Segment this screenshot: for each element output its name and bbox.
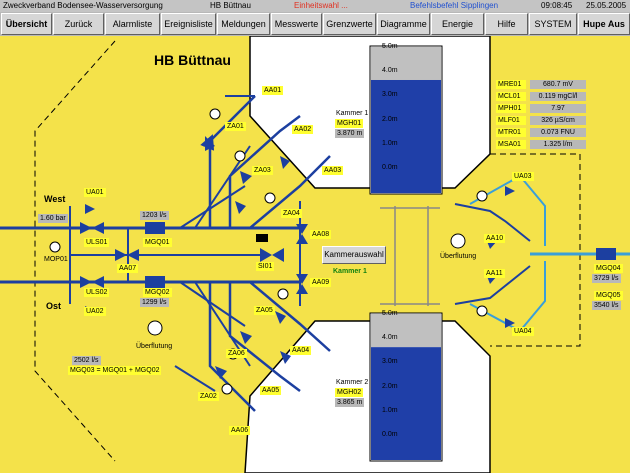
flow-meter-mgq04 [596, 248, 616, 260]
nav-diagramme-button[interactable]: Diagramme [377, 13, 430, 35]
tank2-tag: MGH02 [335, 388, 364, 397]
aa01-tag: AA01 [262, 86, 284, 95]
uls01-tag: ULS01 [84, 238, 110, 247]
aa09-tag: AA09 [310, 278, 332, 287]
tank2-tick: 5.0m [382, 310, 398, 317]
tank1-tick: 2.0m [382, 116, 398, 123]
measurement-value: 680.7 mV [530, 80, 586, 89]
nav-zuruck-button[interactable]: Zurück [53, 13, 104, 35]
aa07-tag: AA07 [117, 264, 139, 273]
tank1-tag: MGH01 [335, 119, 364, 128]
nav-system-button[interactable]: SYSTEM [529, 13, 577, 35]
aa11-tag: AA11 [484, 269, 505, 278]
nav-grenzwerte-button[interactable]: Grenzwerte [323, 13, 376, 35]
measurement-name: MLF01 [496, 116, 526, 125]
tank2-tick: 3.0m [382, 358, 398, 365]
lower-chamber-area [245, 321, 490, 473]
tank1-tick: 1.0m [382, 140, 398, 147]
ost-label: Ost [46, 301, 62, 311]
nav-bar: Übersicht Zurück Alarmliste Ereignislist… [0, 12, 630, 36]
tank1-tick: 4.0m [382, 67, 398, 74]
west-label: West [44, 194, 66, 204]
tank1-tick: 5.0m [382, 43, 398, 50]
measurement-name: MCL01 [496, 92, 526, 101]
tank2-level-value: 3.865 m [335, 398, 365, 407]
pipe-diagram [0, 36, 630, 473]
ua02-tag: UA02 [84, 307, 106, 316]
za04-tag: ZA04 [281, 209, 302, 218]
overflow-left-label: Überflutung [136, 343, 173, 350]
aa02-tag: AA02 [292, 125, 314, 134]
tank2-tick: 2.0m [382, 383, 398, 390]
kammer1-selected-label: Kammer 1 [333, 268, 367, 275]
nav-ereignisliste-button[interactable]: Ereignisliste [161, 13, 216, 35]
mgq04-tag: MGQ04 [594, 264, 623, 273]
mgq01-value: 1203 l/s [140, 211, 169, 220]
org-name: Zweckverband Bodensee-Wasserversorgung [3, 1, 163, 10]
mgq01-tag: MGQ01 [143, 238, 172, 247]
tank2-tick: 0.0m [382, 431, 398, 438]
mgq04-value: 3729 l/s [592, 274, 621, 283]
tank1-level-value: 3.870 m [335, 129, 365, 138]
tank2-tick: 4.0m [382, 334, 398, 341]
uls02-tag: ULS02 [84, 288, 110, 297]
za03-tag: ZA03 [252, 166, 273, 175]
nav-alarmliste-button[interactable]: Alarmliste [105, 13, 160, 35]
title-bar: Zweckverband Bodensee-Wasserversorgung H… [0, 0, 630, 12]
nav-hupe-aus-button[interactable]: Hupe Aus [578, 13, 630, 35]
flow-meter-mgq01 [145, 222, 165, 234]
ua01-tag: UA01 [84, 188, 106, 197]
total-flow-value: 2502 l/s [72, 356, 101, 365]
clock-time: 09:08:45 [541, 1, 573, 10]
mgq02-tag: MGQ02 [143, 288, 172, 297]
za06-tag: ZA06 [226, 349, 247, 358]
measurement-value: 326 µS/cm [530, 116, 586, 125]
mgq05-tag: MGQ05 [594, 291, 623, 300]
aa06-tag: AA06 [229, 426, 251, 435]
measurement-value: 0.119 mgCl/l [530, 92, 586, 101]
tank1-tick: 3.0m [382, 91, 398, 98]
nav-meldungen-button[interactable]: Meldungen [217, 13, 270, 35]
za01-tag: ZA01 [225, 122, 246, 131]
measurement-value: 7.97 [530, 104, 586, 113]
flow-meter-mgq02 [145, 276, 165, 288]
si01-tag: SI01 [256, 262, 275, 271]
nav-ubersicht-button[interactable]: Übersicht [1, 13, 52, 35]
measurement-name: MPH01 [496, 104, 526, 113]
process-scene: HB Büttnau West Ost 1.60 bar MOP01 UA01 … [0, 36, 630, 473]
pressure-value: 1.60 bar [38, 214, 68, 223]
ua04-tag: UA04 [512, 327, 534, 336]
aa08-tag: AA08 [310, 230, 332, 239]
measurement-name: MRE01 [496, 80, 526, 89]
aa10-tag: AA10 [484, 234, 506, 243]
mgq05-value: 3540 l/s [592, 301, 621, 310]
station-name: HB Büttnau [210, 1, 251, 10]
nav-hilfe-button[interactable]: Hilfe [485, 13, 528, 35]
tank2-tick: 1.0m [382, 407, 398, 414]
nav-messwerte-button[interactable]: Messwerte [271, 13, 322, 35]
kammerauswahl-button[interactable]: Kammerauswahl [322, 246, 386, 264]
station-title: HB Büttnau [154, 52, 231, 68]
aa04-tag: AA04 [290, 346, 312, 355]
tank2-name: Kammer 2 [336, 379, 369, 386]
total-flow-label: MGQ03 = MGQ01 + MGQ02 [68, 366, 162, 375]
mop01-tag: MOP01 [44, 256, 68, 263]
za02-tag: ZA02 [198, 392, 219, 401]
aa03-tag: AA03 [322, 166, 344, 175]
za05-tag: ZA05 [254, 306, 275, 315]
alarm-indicator: Einheitswahl ... [294, 1, 348, 10]
tank1-name: Kammer 1 [336, 110, 369, 117]
mgq02-value: 1299 l/s [140, 298, 169, 307]
aa05-tag: AA05 [260, 386, 282, 395]
measurement-name: MSA01 [496, 140, 526, 149]
ua03-tag: UA03 [512, 172, 534, 181]
clock-date: 25.05.2005 [586, 1, 627, 10]
tank1-tick: 0.0m [382, 164, 398, 171]
location-name: Befehlsbefehl Sipplingen [410, 1, 499, 10]
measurement-value: 0.073 FNU [530, 128, 586, 137]
overflow-mid-label: Überflutung [440, 253, 477, 260]
measurement-value: 1.325 l/m [530, 140, 586, 149]
nav-energie-button[interactable]: Energie [431, 13, 484, 35]
measurement-name: MTR01 [496, 128, 526, 137]
